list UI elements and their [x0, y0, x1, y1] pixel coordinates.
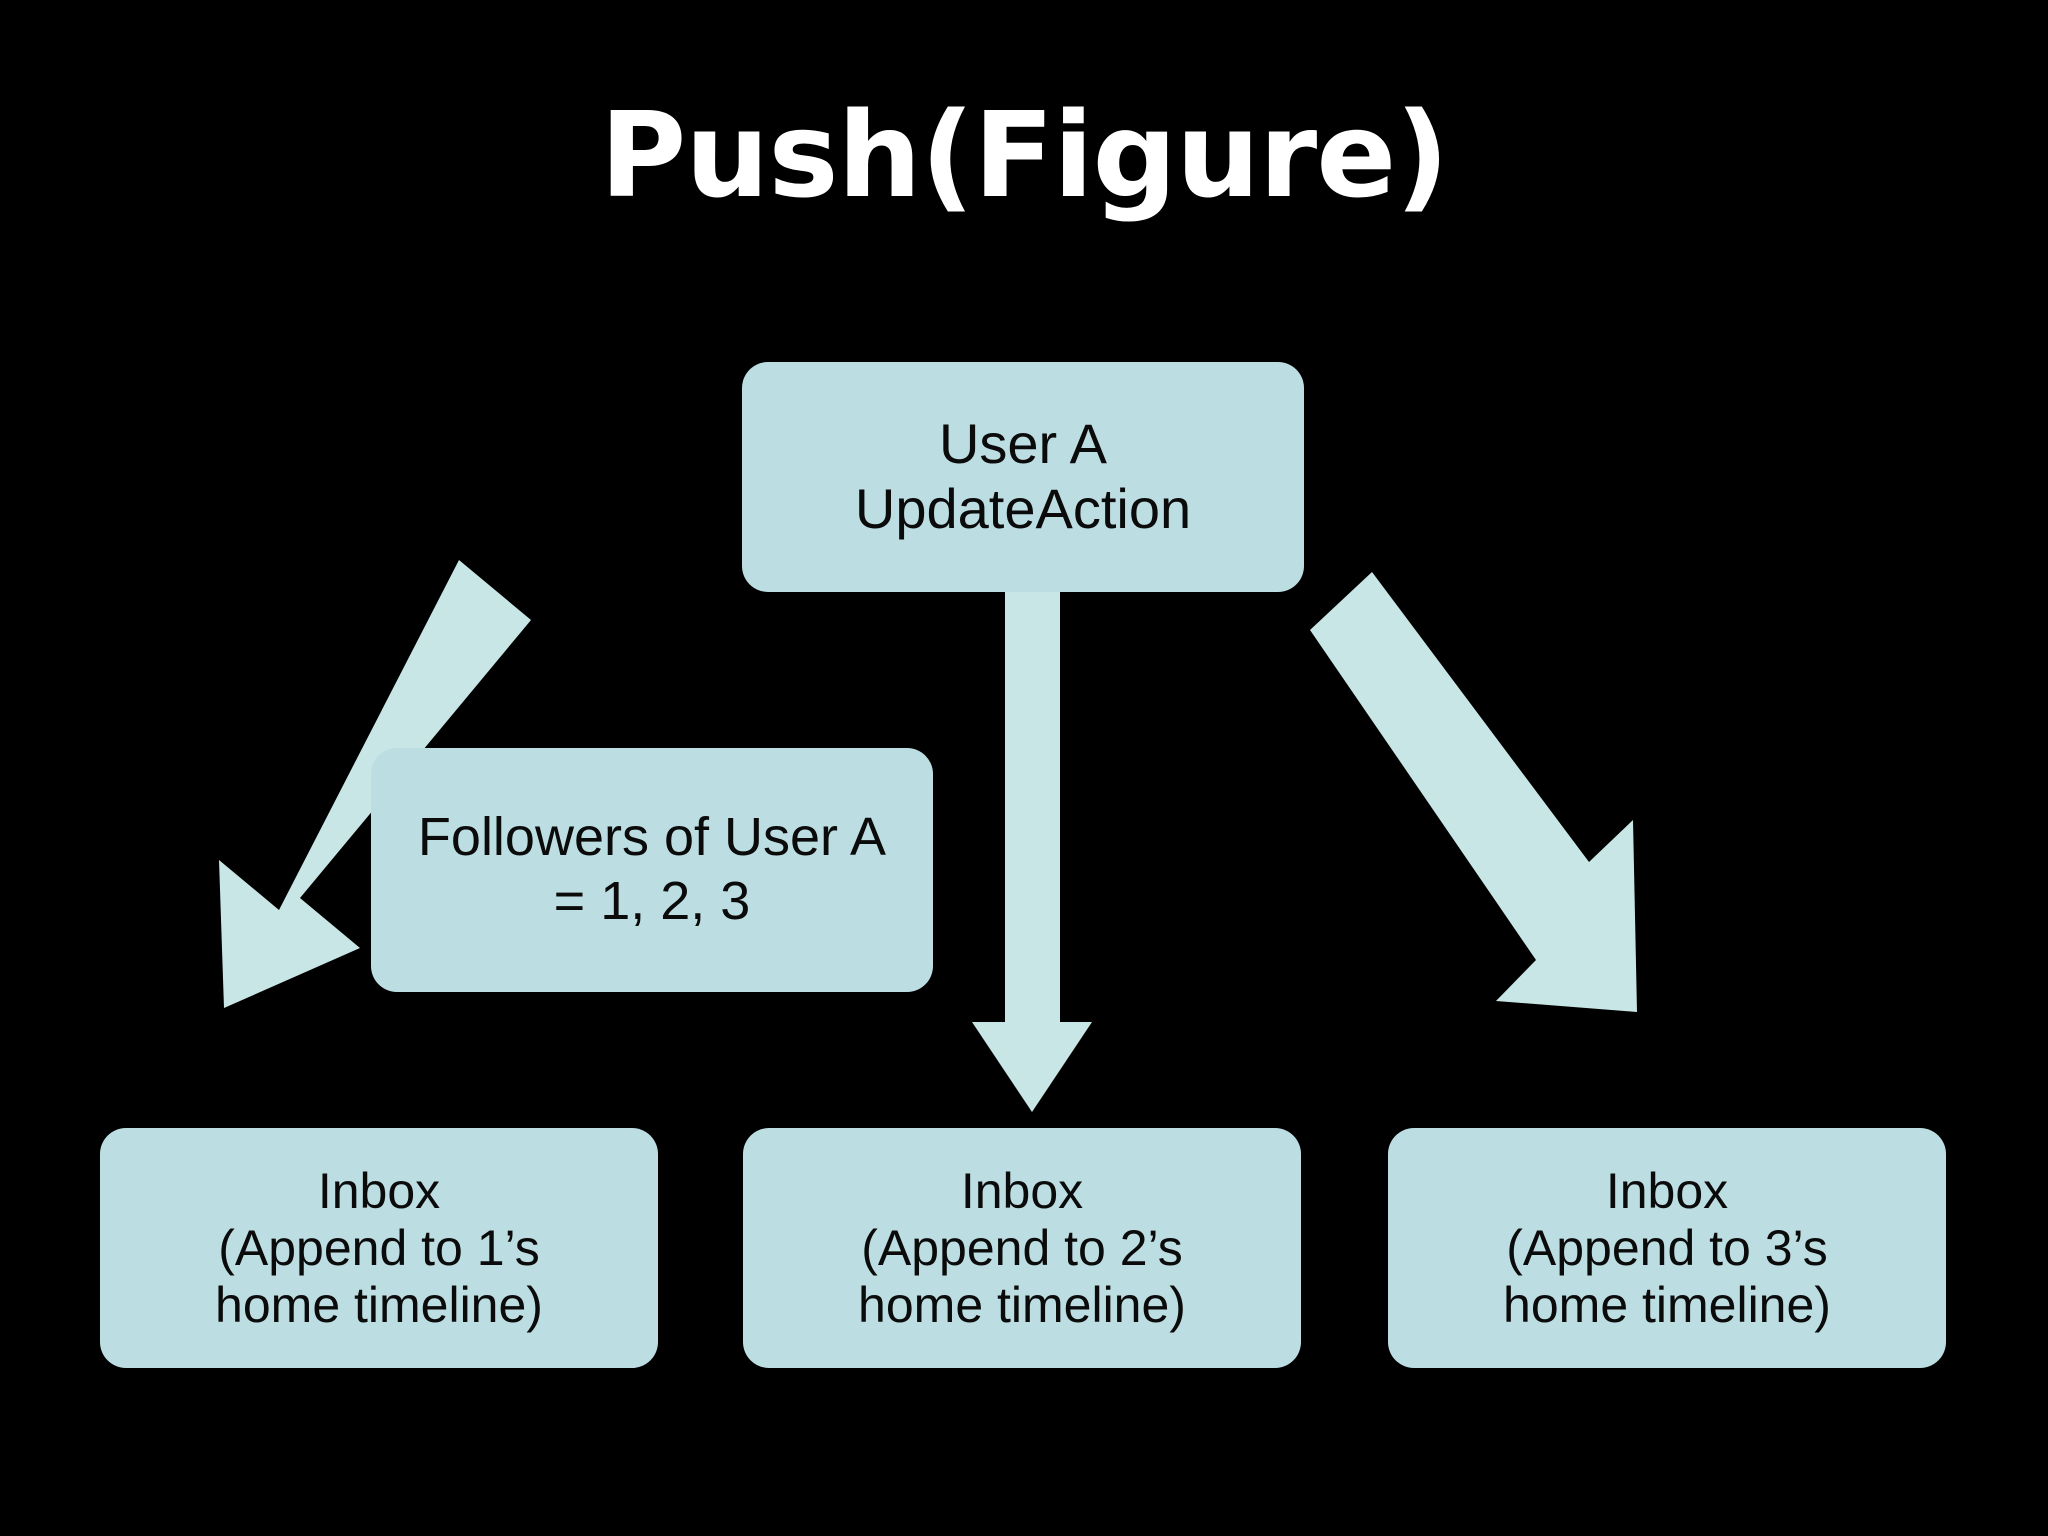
node-inbox-3-line-3: home timeline)	[1503, 1276, 1831, 1333]
node-inbox-3-line-1: Inbox	[1605, 1162, 1729, 1219]
node-inbox-1[interactable]: Inbox (Append to 1’s home timeline)	[100, 1128, 658, 1368]
node-user-a-line-1: User A	[938, 412, 1108, 476]
node-inbox-3[interactable]: Inbox (Append to 3’s home timeline)	[1388, 1128, 1946, 1368]
node-inbox-2-line-3: home timeline)	[858, 1276, 1186, 1333]
node-user-a-line-2: UpdateAction	[854, 477, 1192, 540]
arrow-to-inbox-2	[972, 592, 1092, 1112]
page-title: Push(Figure)	[599, 86, 1449, 224]
arrow-to-inbox-3	[1310, 572, 1637, 1012]
node-followers-of-user-a[interactable]: Followers of User A = 1, 2, 3	[371, 748, 933, 992]
node-followers-line-2: = 1, 2, 3	[553, 871, 751, 931]
node-inbox-1-line-2: (Append to 1’s	[218, 1219, 540, 1276]
node-inbox-2[interactable]: Inbox (Append to 2’s home timeline)	[743, 1128, 1301, 1368]
node-inbox-1-line-1: Inbox	[317, 1162, 441, 1219]
node-followers-line-1: Followers of User A	[417, 807, 887, 868]
node-inbox-3-line-2: (Append to 3’s	[1506, 1219, 1828, 1276]
node-user-a-updateaction[interactable]: User A UpdateAction	[742, 362, 1304, 592]
node-inbox-2-line-1: Inbox	[960, 1162, 1084, 1219]
node-inbox-1-line-3: home timeline)	[215, 1276, 543, 1333]
node-inbox-2-line-2: (Append to 2’s	[861, 1219, 1183, 1276]
